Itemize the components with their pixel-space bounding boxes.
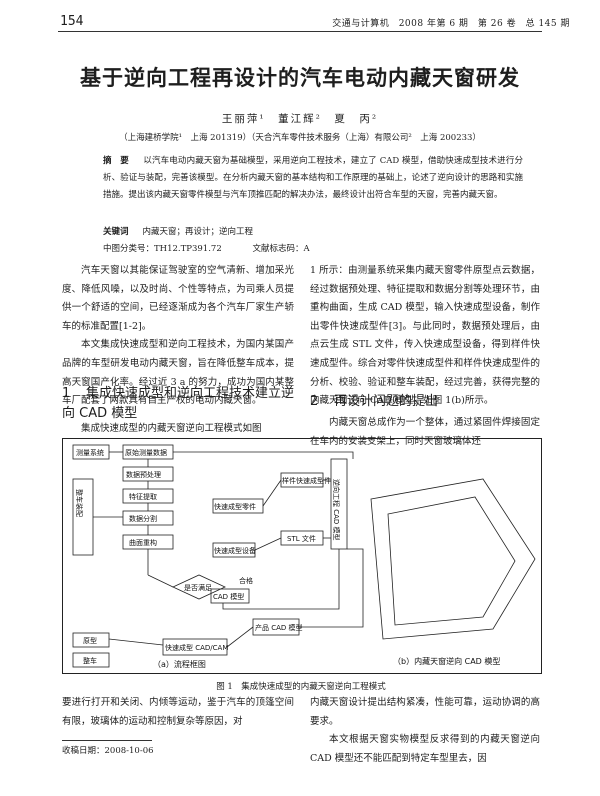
arrow-15 xyxy=(226,626,254,648)
figure-1-caption: 图 1 集成快速成型的内藏天窗逆向工程模式 xyxy=(216,682,386,692)
label-assembly: 整车装配 xyxy=(75,489,84,517)
sub-caption-b: （b）内藏天窗逆向 CAD 模型 xyxy=(393,656,500,666)
label-vehicle: 整车 xyxy=(83,656,97,665)
label-surface: 曲面重构 xyxy=(129,538,157,547)
label-rp-cadcam: 快速成型 CAD/CAM xyxy=(165,643,228,652)
box-vehicle xyxy=(72,652,110,668)
keywords-text: 内藏天窗；再设计；逆向工程 xyxy=(142,227,253,237)
affiliations: （上海建桥学院¹ 上海 201319）（天合汽车零件技术服务（上海）有限公司² … xyxy=(119,133,481,143)
sunroof-frame xyxy=(370,478,536,640)
label-measure-system: 测量系统 xyxy=(76,448,104,457)
right-bottom-text: 内藏天窗设计提出结构紧凑，性能可靠，运动协调的高要求。 本文根据天窗实物模型反求… xyxy=(310,694,540,768)
abstract: 摘 要 以汽车电动内藏天窗为基础模型，采用逆向工程技术，建立了 CAD 模型，借… xyxy=(103,153,523,204)
section-1-paragraph: 集成快速成型的内藏天窗逆向工程模式如图 xyxy=(81,423,262,434)
journal-info: 交通与计算机 2008 年第 6 期 第 26 卷 总 145 期 xyxy=(332,19,570,29)
figure-1: 测量系统 原始测量数据 数据预处理 特征提取 数据分割 曲面重构 是否满足 CA… xyxy=(62,438,542,674)
label-raw-data: 原始测量数据 xyxy=(125,448,167,457)
left-bottom-text: 要进行打开和关闭、内倾等运动，鉴于汽车的顶篷空间有限，玻璃体的运动和控制复杂等原… xyxy=(62,694,294,731)
section-1-title: 集成快速成型和逆向工程技术建立逆向 CAD 模型 xyxy=(62,386,295,421)
label-compare: 是否满足 xyxy=(184,583,212,592)
diamond-compare xyxy=(172,574,226,600)
section-1-number: 1 xyxy=(62,386,71,401)
arrow-14 xyxy=(108,638,164,646)
right-bottom-paragraph-1: 内藏天窗设计提出结构紧凑，性能可靠，运动协调的高要求。 xyxy=(310,697,540,727)
figure-1-graphic: 测量系统 原始测量数据 数据预处理 特征提取 数据分割 曲面重构 是否满足 CA… xyxy=(72,444,536,669)
arrow-12 xyxy=(222,549,340,610)
left-column: 汽车天窗以其能保证驾驶室的空气清新、增加采光度、降低风噪，以及时尚、个性等特点，… xyxy=(62,262,294,411)
arrow-9 xyxy=(254,537,282,551)
page-number: 154 xyxy=(60,14,84,29)
label-cad-model: CAD 模型 xyxy=(213,592,244,601)
abstract-text: 以汽车电动内藏天窗为基础模型，采用逆向工程技术，建立了 CAD 模型，借助快速成… xyxy=(103,156,523,200)
intro-paragraph-2: 本文集成快速成型和逆向工程技术，为国内某国产品牌的车型研发电动内藏天窗，旨在降低… xyxy=(62,339,294,407)
abstract-label: 摘 要 xyxy=(103,156,129,166)
box-prototype xyxy=(72,632,110,648)
arrow-stl-path xyxy=(173,451,354,459)
keywords-label: 关键词 xyxy=(103,227,129,237)
section-2-title: 再设计问题的提出 xyxy=(334,394,439,409)
section-2-paragraph: 内藏天窗总成作为一个整体，通过紧固件焊接固定在车内的安装支架上，同时天窗玻璃体还 xyxy=(310,417,540,447)
right-bottom-paragraph-2: 本文根据天窗实物模型反求得到的内藏天窗逆向 CAD 模型还不能匹配到特定车型里去… xyxy=(310,734,540,764)
label-qualify: 合格 xyxy=(239,576,253,585)
box-cad-model xyxy=(210,588,250,604)
label-feature: 特征提取 xyxy=(129,492,157,501)
arrow-7 xyxy=(147,574,174,588)
section-1-body: 集成快速成型的内藏天窗逆向工程模式如图 xyxy=(62,420,294,439)
classification: 中图分类号：TH12.TP391.72 文献标志码：A xyxy=(103,241,523,258)
paper-title: 基于逆向工程再设计的汽车电动内藏天窗研发 xyxy=(80,66,520,90)
flowchart: 测量系统 原始测量数据 数据预处理 特征提取 数据分割 曲面重构 是否满足 CA… xyxy=(72,444,364,669)
label-rp-part: 快速成型零件 xyxy=(214,502,256,511)
section-2-heading: 2 再设计问题的提出 xyxy=(310,392,540,412)
footnote: 收稿日期：2008-10-06 xyxy=(62,746,154,756)
arrow-8 xyxy=(262,479,282,507)
right-column: 1 所示：由测量系统采集内藏天窗零件原型点云数据，经过数据预处理、特征提取和数据… xyxy=(310,262,540,411)
sunroof-glass xyxy=(387,496,516,626)
label-sample-part: 样件快速成型件 xyxy=(282,476,331,485)
keywords: 关键词 内藏天窗；再设计；逆向工程 xyxy=(103,224,523,241)
continued-paragraph: 1 所示：由测量系统采集内藏天窗零件原型点云数据，经过数据预处理、特征提取和数据… xyxy=(310,265,540,407)
cad-render: （b）内藏天窗逆向 CAD 模型 xyxy=(370,478,536,666)
label-prototype: 原型 xyxy=(83,636,97,645)
running-header: 154 交通与计算机 2008 年第 6 期 第 26 卷 总 145 期 xyxy=(30,14,570,30)
label-rp-device: 快速成型设备 xyxy=(214,546,256,555)
authors: 王丽萍¹ 董江辉² 夏 丙² xyxy=(221,113,379,125)
label-product-cad: 产品 CAD 模型 xyxy=(255,623,303,632)
header-rule xyxy=(58,31,542,32)
label-reverse-cad: 逆向工程 CAD 模型 xyxy=(332,479,341,541)
footnote-rule xyxy=(62,740,152,741)
label-segment: 数据分割 xyxy=(129,514,157,523)
label-preprocess: 数据预处理 xyxy=(126,470,161,479)
section-2-number: 2 xyxy=(310,394,319,409)
section-2-body: 内藏天窗总成作为一个整体，通过紧固件焊接固定在车内的安装支架上，同时天窗玻璃体还 xyxy=(310,414,540,451)
doc-code: 文献标志码：A xyxy=(252,244,310,254)
left-bottom-paragraph: 要进行打开和关闭、内倾等运动，鉴于汽车的顶篷空间有限，玻璃体的运动和控制复杂等原… xyxy=(62,697,294,727)
clc-number: 中图分类号：TH12.TP391.72 xyxy=(103,244,222,254)
label-stl: STL 文件 xyxy=(287,534,316,543)
arrow-16 xyxy=(299,548,364,628)
sub-caption-a: （a）流程框图 xyxy=(153,659,206,669)
intro-paragraph-1: 汽车天窗以其能保证驾驶室的空气清新、增加采光度、降低风噪，以及时尚、个性等特点，… xyxy=(62,265,294,332)
